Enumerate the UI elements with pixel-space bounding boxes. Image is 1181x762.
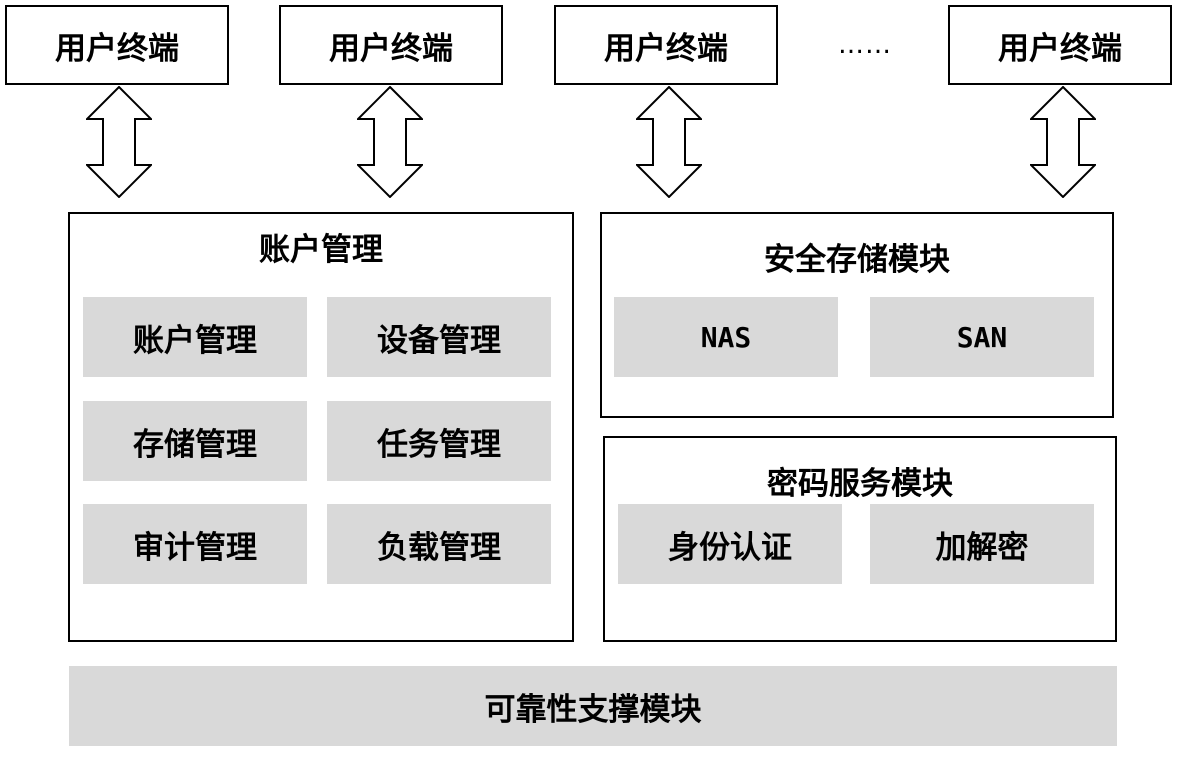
- user-terminal-label: 用户终端: [55, 30, 179, 67]
- double-arrow-vertical-icon: [357, 86, 423, 198]
- san-cell: SAN: [870, 297, 1094, 377]
- nas-cell: NAS: [614, 297, 838, 377]
- encryption-decryption-cell: 加解密: [870, 504, 1094, 584]
- user-terminal-1: 用户终端: [5, 5, 229, 85]
- storage-panel-title: 安全存储模块: [764, 242, 950, 278]
- account-panel-title: 账户管理: [259, 232, 383, 268]
- identity-auth-cell: 身份认证: [618, 504, 842, 584]
- load-management-cell: 负载管理: [327, 504, 551, 584]
- user-terminal-3: 用户终端: [554, 5, 778, 85]
- account-management-cell: 账户管理: [83, 297, 307, 377]
- crypto-panel-title: 密码服务模块: [767, 466, 953, 502]
- crypto-service-panel: 密码服务模块 身份认证 加解密: [603, 436, 1117, 642]
- account-management-panel: 账户管理 账户管理 设备管理 存储管理 任务管理 审计管理 负载管理: [68, 212, 574, 642]
- double-arrow-vertical-icon: [1030, 86, 1096, 198]
- audit-management-cell: 审计管理: [83, 504, 307, 584]
- task-management-cell: 任务管理: [327, 401, 551, 481]
- terminal-ellipsis: ……: [838, 30, 892, 60]
- double-arrow-vertical-icon: [636, 86, 702, 198]
- device-management-cell: 设备管理: [327, 297, 551, 377]
- user-terminal-4: 用户终端: [948, 5, 1172, 85]
- user-terminal-label: 用户终端: [998, 30, 1122, 67]
- double-arrow-vertical-icon: [86, 86, 152, 198]
- storage-management-cell: 存储管理: [83, 401, 307, 481]
- user-terminal-2: 用户终端: [279, 5, 503, 85]
- user-terminal-label: 用户终端: [604, 30, 728, 67]
- user-terminal-label: 用户终端: [329, 30, 453, 67]
- secure-storage-panel: 安全存储模块 NAS SAN: [600, 212, 1114, 418]
- reliability-support-bar: 可靠性支撑模块: [69, 666, 1117, 746]
